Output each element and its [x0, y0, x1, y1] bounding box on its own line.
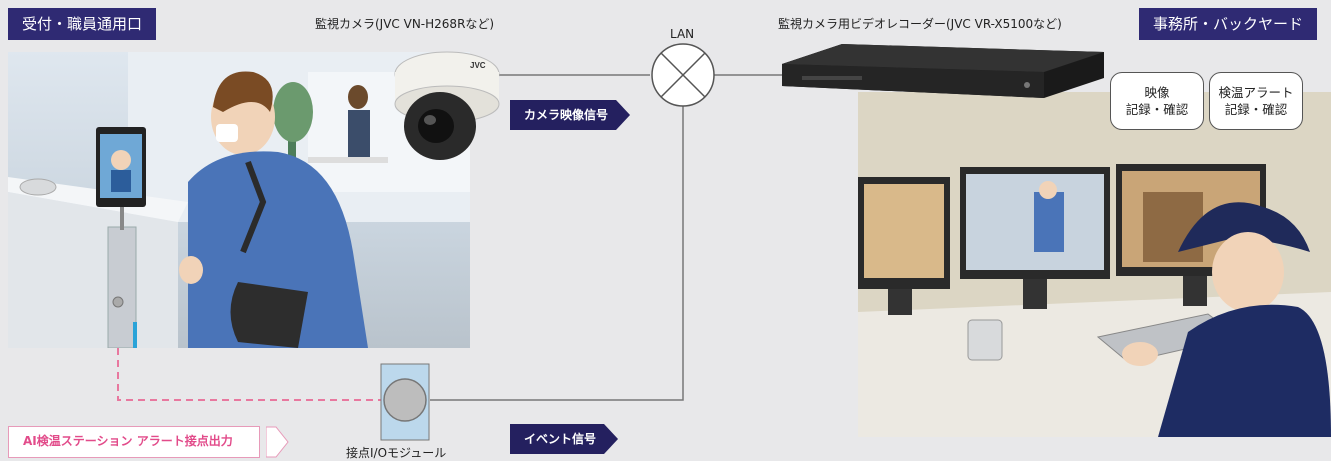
alert-dashed-line	[117, 300, 382, 401]
lan-hub-icon	[651, 43, 715, 107]
ai-alert-arrow-icon	[266, 426, 289, 458]
office-illustration	[858, 164, 1331, 437]
camera-device: JVC	[392, 44, 502, 164]
recorder-icon	[782, 44, 1104, 98]
dome-camera-icon: JVC	[394, 51, 500, 160]
event-signal-tag: イベント信号	[510, 424, 618, 454]
video-recorder-device	[782, 44, 1104, 98]
right-area-label: 事務所・バックヤード	[1139, 8, 1318, 40]
ai-alert-tag: AI検温ステーション アラート接点出力	[8, 426, 260, 458]
bubble-video-line1: 映像	[1144, 85, 1170, 100]
lan-label: LAN	[670, 27, 695, 41]
camera-brand-text: JVC	[470, 61, 486, 70]
io-module	[380, 363, 430, 441]
lan-io-line	[430, 105, 684, 401]
left-area-label: 受付・職員通用口	[8, 8, 157, 40]
io-module-label: 接点I/Oモジュール	[346, 446, 447, 460]
bubble-alert-line1: 検温アラート	[1218, 85, 1294, 100]
recorder-caption: 監視カメラ用ビデオレコーダー(JVC VR-X5100など)	[778, 17, 1062, 31]
bubble-video-record: 映像 記録・確認	[1110, 72, 1204, 130]
office-scene	[858, 92, 1331, 437]
camera-caption: 監視カメラ(JVC VN-H268Rなど)	[315, 17, 495, 31]
bubble-video-line2: 記録・確認	[1125, 102, 1189, 117]
bubble-alert-record: 検温アラート 記録・確認	[1209, 72, 1303, 130]
camera-signal-tag: カメラ映像信号	[510, 100, 630, 130]
bubble-alert-line2: 記録・確認	[1224, 102, 1288, 117]
io-module-icon	[380, 363, 430, 441]
